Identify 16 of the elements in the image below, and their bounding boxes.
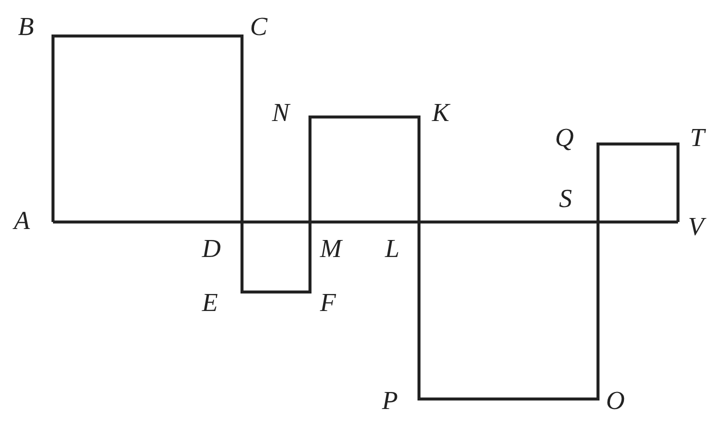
vertex-label: D [202, 236, 221, 262]
vertex-label: C [250, 14, 268, 40]
vertex-label: Q [555, 125, 574, 151]
vertex-label: O [606, 388, 625, 414]
vertex-label: E [202, 290, 218, 316]
vertex-label: S [559, 186, 572, 212]
vertex-label: M [320, 236, 342, 262]
vertex-label: P [382, 388, 398, 414]
vertex-label: N [272, 100, 290, 126]
vertex-label: A [14, 208, 30, 234]
vertex-label: T [690, 125, 704, 151]
vertex-label: L [385, 236, 400, 262]
vertex-label: V [688, 214, 704, 240]
vertex-label: B [18, 14, 34, 40]
vertex-label: F [320, 290, 336, 316]
vertex-label: K [432, 100, 450, 126]
